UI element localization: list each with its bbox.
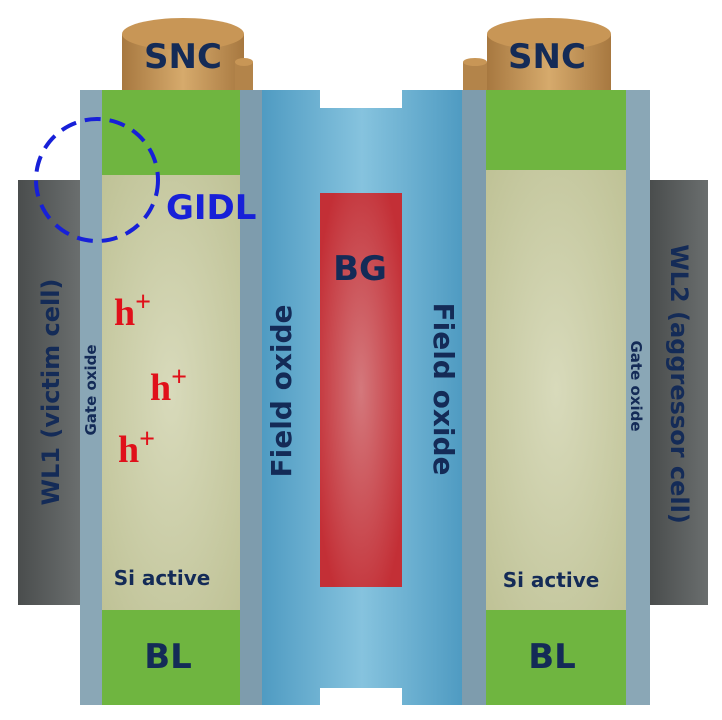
hole-base: h — [150, 367, 171, 409]
bl-right-label: BL — [528, 637, 576, 677]
wl1-label: WL1 (victim cell) — [37, 279, 65, 506]
field-oxide-right-label: Field oxide — [427, 302, 460, 475]
hole-charge: + — [171, 362, 187, 393]
word-line-right — [650, 180, 708, 605]
bl-left-label: BL — [144, 637, 192, 677]
hole-charge: + — [139, 424, 155, 455]
gate-oxide-left-inner — [240, 90, 262, 705]
wl2-label: WL2 (aggressor cell) — [665, 244, 693, 524]
back-gate — [320, 193, 402, 587]
gate-oxide-right-inner — [462, 90, 486, 705]
bl-right-region — [486, 610, 626, 705]
holes-group: h+h+h+ — [114, 287, 187, 471]
si-active-left-region — [102, 175, 240, 610]
gate-oxide-right — [626, 90, 650, 705]
si-active-left-label: Si active — [114, 566, 211, 590]
hole-base: h — [118, 429, 139, 471]
gate-oxide-right-label: Gate oxide — [627, 340, 645, 431]
hole-base: h — [114, 292, 135, 334]
hole-symbol: h+ — [114, 287, 151, 334]
field-oxide-left-label: Field oxide — [265, 304, 298, 477]
hole-symbol: h+ — [150, 362, 187, 409]
n-plus-top-right — [486, 90, 626, 170]
gate-oxide-left — [80, 90, 102, 705]
n-plus-top-left — [102, 90, 240, 175]
hole-symbol: h+ — [118, 424, 155, 471]
gidl-label: GIDL — [166, 188, 256, 228]
snc-left — [122, 18, 253, 92]
snc-left-label: SNC — [144, 37, 222, 77]
word-line-left — [18, 180, 80, 605]
gate-oxide-left-label: Gate oxide — [82, 344, 100, 435]
snc-right-label: SNC — [508, 37, 586, 77]
si-active-right-region — [486, 170, 626, 610]
bg-label: BG — [333, 249, 387, 289]
hole-charge: + — [135, 287, 151, 318]
snc-right — [463, 18, 611, 92]
gidl-circle-marker — [34, 117, 160, 243]
si-active-right-label: Si active — [503, 568, 600, 592]
bl-left-region — [102, 610, 240, 705]
